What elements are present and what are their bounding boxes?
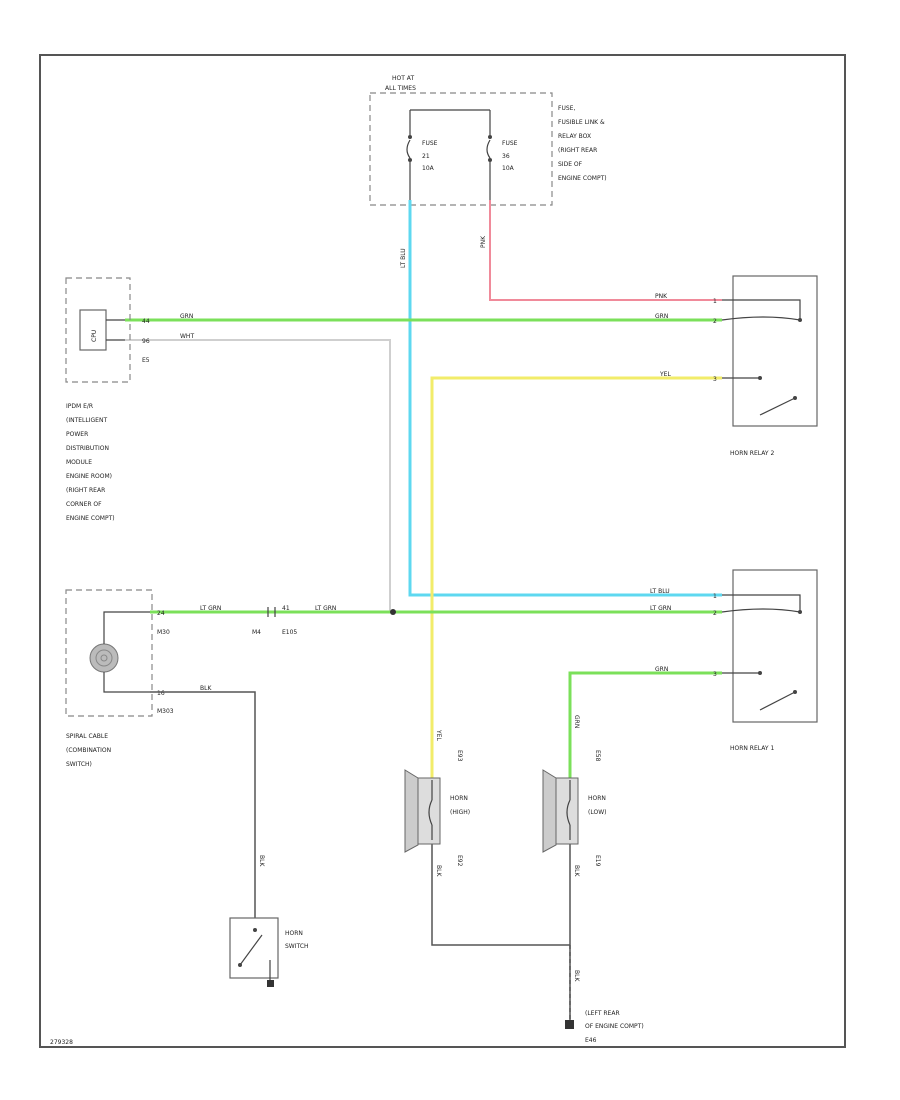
ipdm-label-5: MODULE (66, 459, 92, 466)
wire-grn-horn (568, 671, 722, 780)
spiral-pin-24: 24 (157, 610, 165, 617)
ipdm-module: CPU 44 96 E5 IPDM E/R (INTELLIGENT POWER… (65, 277, 150, 522)
horn-high-conn-bot: E92 (456, 855, 463, 867)
ipdm-cpu-text: CPU (91, 330, 98, 342)
ipdm-label-6: ENGINE ROOM) (66, 473, 112, 480)
relay1-pin-2: 2 (713, 610, 717, 617)
wire-label-blk-ground: BLK (573, 970, 580, 982)
wire-label-wht: WHT (180, 333, 194, 340)
fuse-box-label-4: (RIGHT REAR (558, 147, 597, 154)
wire-label-pnk-relay: PNK (655, 293, 668, 300)
relay2-pin-3: 3 (713, 376, 717, 383)
wire-label-grn-relay2: GRN (655, 313, 668, 320)
ipdm-label-2: (INTELLIGENT (66, 417, 107, 424)
wire-label-lt-grn-relay: LT GRN (650, 605, 671, 612)
spiral-pin-16: 16 (157, 690, 165, 697)
horn-switch: HORN SWITCH (229, 917, 309, 987)
wire-label-lt-grn-1: LT GRN (200, 605, 221, 612)
spiral-conn-m303: M303 (157, 708, 174, 715)
horn-relay-2: 1 2 3 HORN RELAY 2 (713, 275, 818, 457)
horn-high-label-2: (HIGH) (450, 809, 470, 816)
wire-pnk (489, 200, 722, 301)
horn-low-label-1: HORN (588, 795, 606, 802)
ipdm-label-9: ENGINE COMPT) (66, 515, 115, 522)
wire-label-pnk-vert: PNK (480, 235, 487, 248)
ipdm-label-1: IPDM E/R (66, 403, 93, 410)
fuse21-label-2: 21 (422, 153, 430, 160)
wire-label-lt-blu-vert: LT BLU (400, 248, 407, 268)
horn-high: E93 E92 HORN (HIGH) (404, 750, 470, 867)
diagram-frame (39, 54, 846, 1048)
fuse-box-label-2: FUSIBLE LINK & (558, 119, 605, 126)
wire-label-grn-vert: GRN (573, 715, 580, 728)
spiral-conn-m30: M30 (157, 629, 170, 636)
horn-relay-1: 1 2 3 HORN RELAY 1 (713, 569, 818, 752)
fuse-box-label-6: ENGINE COMPT) (558, 175, 607, 182)
wire-label-grn-relay1: GRN (655, 666, 668, 673)
horn-switch-label-1: HORN (285, 930, 303, 937)
horn-high-conn-top: E93 (456, 750, 463, 762)
fuse-box-label-3: RELAY BOX (558, 133, 591, 140)
relay2-pin-1: 1 (713, 298, 717, 305)
horn-low: E58 E19 HORN (LOW) (542, 750, 606, 867)
fuse21-label-3: 10A (422, 165, 435, 172)
ground-code: E46 (585, 1037, 597, 1044)
spiral-label-1: SPIRAL CABLE (66, 733, 108, 740)
ground-label-2: OF ENGINE COMPT) (585, 1023, 644, 1030)
fuse21-label-1: FUSE (422, 140, 438, 147)
wire-wht (125, 339, 391, 612)
hot-at-label-2: ALL TIMES (385, 85, 416, 92)
relay2-pin-2: 2 (713, 318, 717, 325)
inline-connector: 41 M4 E105 (252, 605, 297, 636)
wire-label-lt-grn-2: LT GRN (315, 605, 336, 612)
relay1-pin-3: 3 (713, 671, 717, 678)
ground-label-1: (LEFT REAR (585, 1010, 620, 1017)
inline-conn-e105: E105 (282, 629, 297, 636)
fuse36-label-3: 10A (502, 165, 515, 172)
relay1-label: HORN RELAY 1 (730, 745, 774, 752)
wire-label-grn-ipdm: GRN (180, 313, 193, 320)
wire-lt-blu (408, 200, 722, 597)
ipdm-pin-96: 96 (142, 338, 150, 345)
horn-low-conn-bot: E19 (594, 855, 601, 867)
wire-label-yel-relay: YEL (659, 371, 671, 378)
diagram-id: 279328 (50, 1039, 73, 1046)
spiral-label-2: (COMBINATION (66, 747, 111, 754)
wire-label-blk-spiral: BLK (200, 685, 212, 692)
fuse-box-label-1: FUSE, (558, 105, 575, 112)
ipdm-pin-44: 44 (142, 318, 150, 325)
wire-yel (430, 376, 722, 780)
spiral-label-3: SWITCH) (66, 761, 92, 768)
ipdm-label-8: CORNER OF (66, 501, 102, 508)
ground-point: (LEFT REAR OF ENGINE COMPT) E46 (565, 1010, 644, 1044)
inline-pin-41: 41 (282, 605, 290, 612)
wire-label-blk-low: BLK (573, 865, 580, 877)
ipdm-label-4: DISTRIBUTION (66, 445, 109, 452)
relay2-label: HORN RELAY 2 (730, 450, 774, 457)
wire-label-lt-blu-relay: LT BLU (650, 588, 670, 595)
wire-blk-horn-high (431, 840, 570, 946)
wire-label-blk-switch: BLK (258, 855, 265, 867)
splice-point (390, 609, 396, 615)
fuse-box: HOT AT ALL TIMES FUSE 21 10A FUSE 36 10A… (369, 75, 607, 206)
horn-high-label-1: HORN (450, 795, 468, 802)
horn-switch-label-2: SWITCH (285, 943, 309, 950)
horn-low-label-2: (LOW) (588, 809, 606, 816)
fuse-box-label-5: SIDE OF (558, 161, 583, 168)
inline-conn-m4: M4 (252, 629, 261, 636)
spiral-cable: 24 M30 16 M303 SPIRAL CABLE (COMBINATION… (65, 589, 174, 768)
ipdm-label-7: (RIGHT REAR (66, 487, 105, 494)
fuse36-label-1: FUSE (502, 140, 518, 147)
wire-label-blk-high: BLK (435, 865, 442, 877)
wire-blk-switch (150, 691, 256, 918)
wire-label-yel-vert: YEL (435, 729, 442, 741)
fuse36-label-2: 36 (502, 153, 510, 160)
horn-low-conn-top: E58 (594, 750, 601, 762)
ipdm-conn-e5: E5 (142, 357, 150, 364)
relay1-pin-1: 1 (713, 593, 717, 600)
ipdm-label-3: POWER (66, 431, 88, 438)
hot-at-label-1: HOT AT (392, 75, 414, 82)
